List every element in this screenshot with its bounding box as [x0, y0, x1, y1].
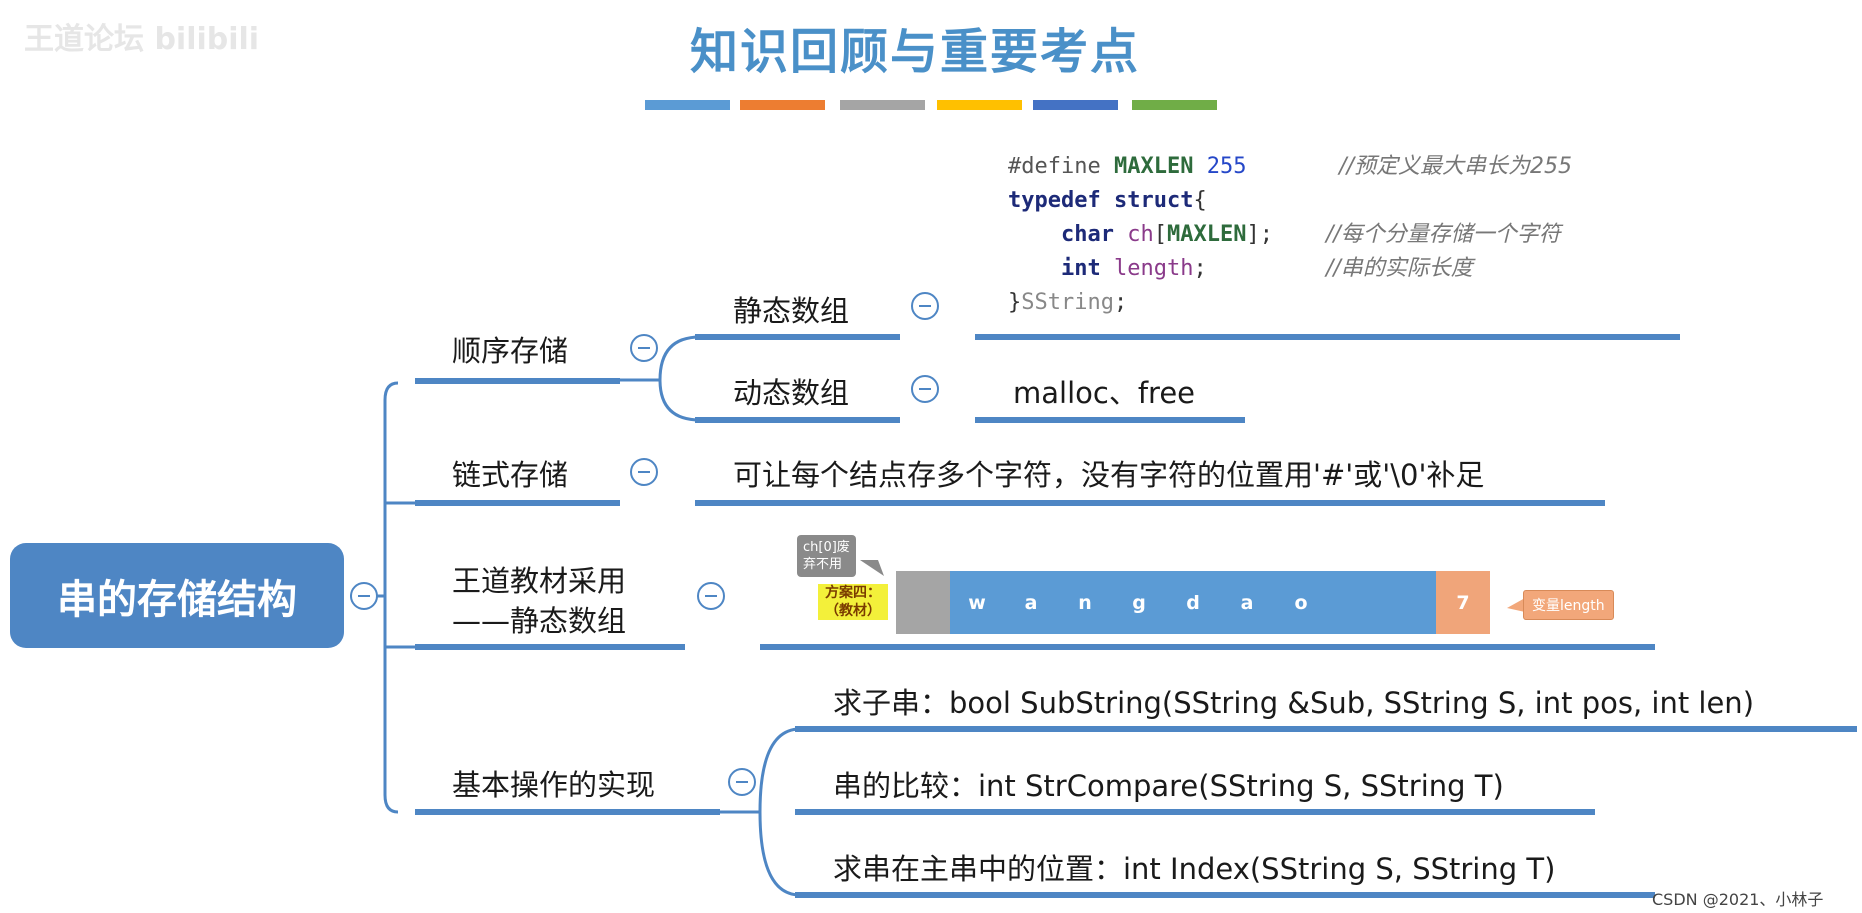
- footer-credit: CSDN @2021、小林子: [1652, 890, 1824, 909]
- array-cell-7: o: [1274, 571, 1329, 634]
- node-linked-underline: [415, 500, 620, 506]
- color-bar-5: [1033, 100, 1118, 110]
- length-pointer: [1507, 598, 1525, 612]
- static-detail-underline: [975, 334, 1680, 340]
- color-bar-1: [645, 100, 730, 110]
- array-cell-5: d: [1166, 571, 1221, 634]
- dynamic-detail-underline: [975, 417, 1245, 423]
- op-index-underline: [795, 892, 1655, 898]
- scheme-note: 方案四： （教材）: [818, 584, 888, 620]
- array-cell-4: g: [1112, 571, 1167, 634]
- node-sequential-underline: [415, 378, 620, 384]
- root-collapse-icon[interactable]: [350, 582, 378, 610]
- node-operations-underline: [415, 809, 720, 815]
- op-strcompare-underline: [795, 809, 1595, 815]
- textbook-detail-underline: [760, 644, 1655, 650]
- color-bar-4: [937, 100, 1022, 110]
- code-line-5: }SString;: [1008, 290, 1128, 315]
- page-title: 知识回顾与重要考点: [689, 24, 1140, 80]
- static-collapse-icon[interactable]: [911, 292, 939, 320]
- linked-collapse-icon[interactable]: [630, 458, 658, 486]
- watermark: 王道论坛 bilibili: [24, 22, 260, 57]
- color-bar-6: [1132, 100, 1217, 110]
- node-operations-label[interactable]: 基本操作的实现: [452, 768, 656, 802]
- sequential-collapse-icon[interactable]: [630, 334, 658, 362]
- array-cell-8: [1328, 571, 1383, 634]
- node-linked-label[interactable]: 链式存储: [452, 458, 569, 492]
- node-dynamic-label[interactable]: 动态数组: [733, 376, 850, 410]
- array-cell-length: 7: [1436, 571, 1491, 634]
- color-bar-3: [840, 100, 925, 110]
- array-cell-9: [1382, 571, 1437, 634]
- code-line-4: int length; //串的实际长度: [1060, 256, 1473, 281]
- node-textbook-underline: [415, 644, 685, 650]
- code-line-1: #define MAXLEN 255 //预定义最大串长为255: [1008, 154, 1572, 179]
- linked-detail: 可让每个结点存多个字符，没有字符的位置用'#'或'\0'补足: [733, 458, 1485, 492]
- callout-pointer: [860, 560, 884, 576]
- op-index: 求串在主串中的位置：int Index(SString S, SString T…: [833, 852, 1556, 886]
- array-cell-3: n: [1058, 571, 1113, 634]
- node-dynamic-underline: [695, 417, 900, 423]
- array-cell-0: [896, 571, 951, 634]
- dynamic-detail: malloc、free: [1013, 376, 1196, 410]
- node-sequential-label[interactable]: 顺序存储: [452, 334, 569, 368]
- op-substring-underline: [795, 726, 1857, 732]
- code-line-2: typedef struct{: [1008, 188, 1207, 213]
- op-substring: 求子串：bool SubString(SString &Sub, SString…: [833, 686, 1755, 720]
- node-textbook-label-2[interactable]: ——静态数组: [452, 604, 627, 638]
- root-node[interactable]: 串的存储结构: [10, 543, 344, 648]
- code-line-3: char ch[MAXLEN]; //每个分量存储一个字符: [1060, 222, 1561, 247]
- textbook-collapse-icon[interactable]: [697, 582, 725, 610]
- length-label: 变量length: [1523, 590, 1614, 620]
- node-static-label[interactable]: 静态数组: [733, 294, 850, 328]
- array-cell-2: a: [1004, 571, 1059, 634]
- color-bar-2: [740, 100, 825, 110]
- node-textbook-label-1[interactable]: 王道教材采用: [452, 564, 627, 598]
- array-cell-6: a: [1220, 571, 1275, 634]
- operations-collapse-icon[interactable]: [728, 768, 756, 796]
- dynamic-collapse-icon[interactable]: [911, 375, 939, 403]
- array-cell-1: w: [950, 571, 1005, 634]
- node-static-underline: [695, 334, 900, 340]
- sstring-code-block: #define MAXLEN 255 //预定义最大串长为255 typedef…: [1008, 150, 1572, 320]
- op-strcompare: 串的比较：int StrCompare(SString S, SString T…: [833, 769, 1504, 803]
- linked-detail-underline: [695, 500, 1605, 506]
- ch0-callout: ch[0]废 弃不用: [797, 535, 856, 577]
